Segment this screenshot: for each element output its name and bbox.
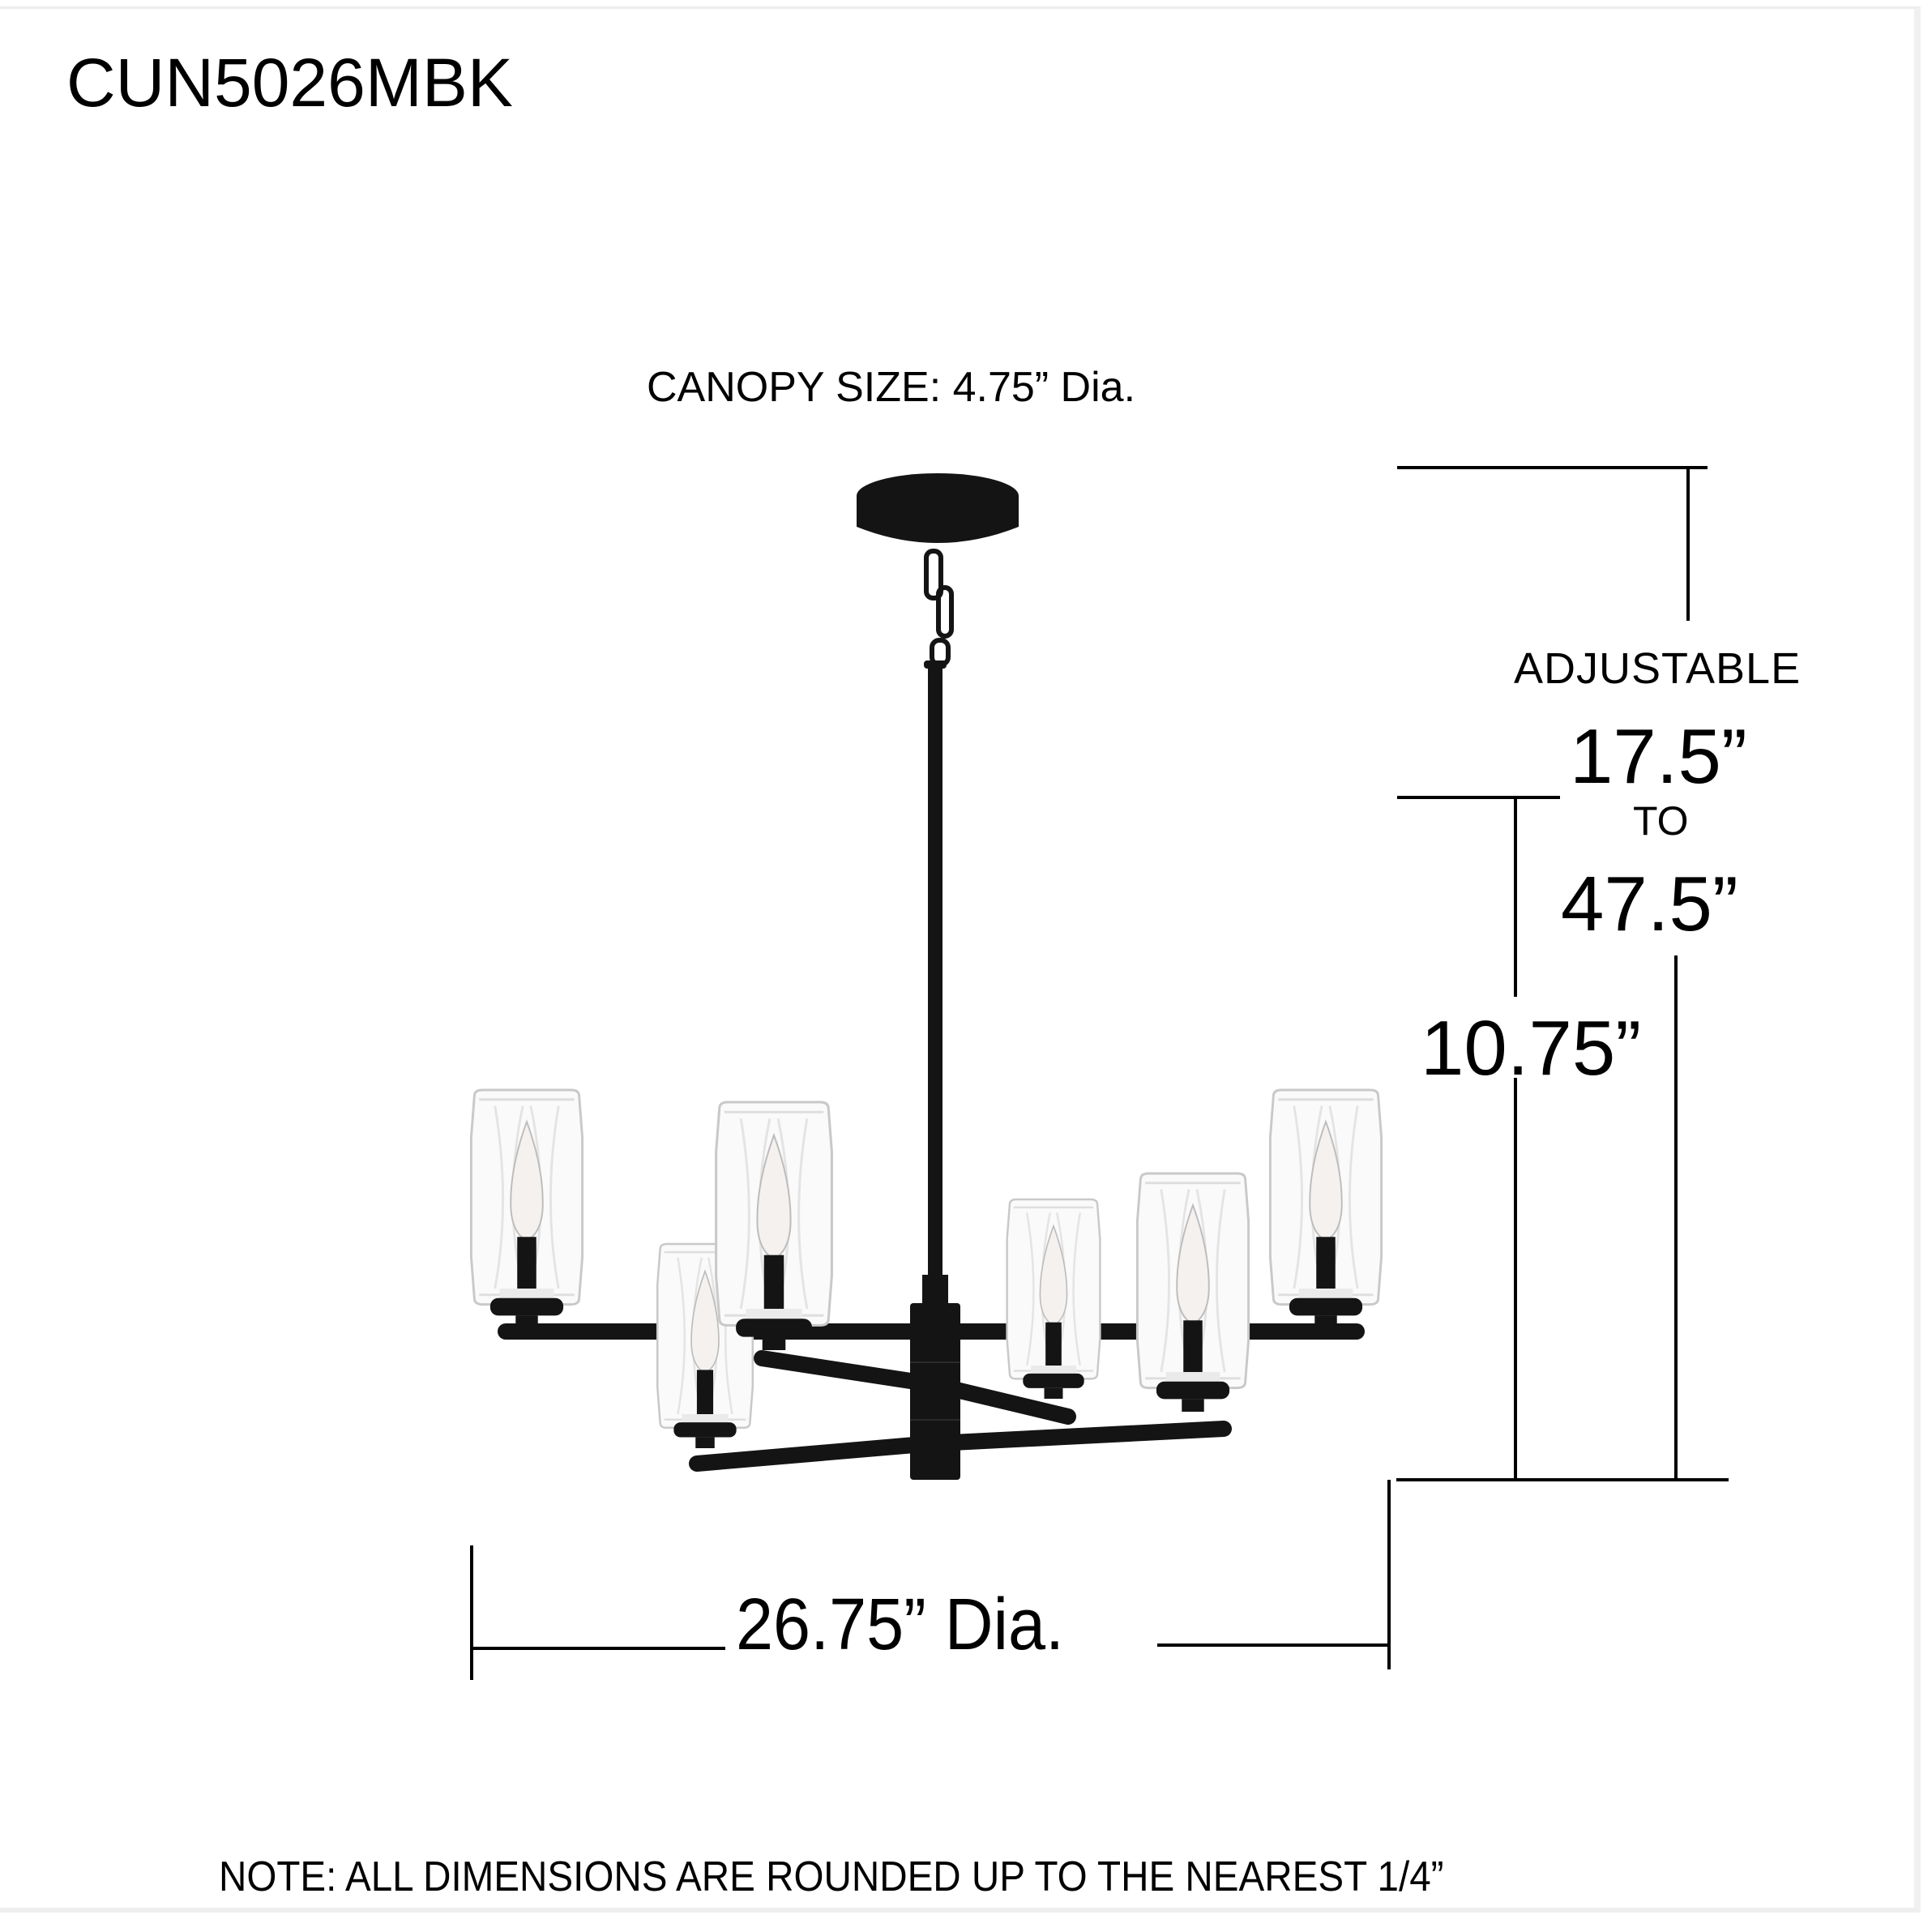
to-label: TO: [1633, 798, 1689, 844]
canopy-size-label: CANOPY SIZE: 4.75” Dia.: [647, 364, 1136, 411]
rounding-note: NOTE: ALL DIMENSIONS ARE ROUNDED UP TO T…: [219, 1853, 1444, 1900]
shade-6: [1135, 1172, 1250, 1413]
page-frame: [0, 6, 1921, 1913]
shade-2: [1268, 1088, 1383, 1330]
model-number: CUN5026MBK: [66, 45, 513, 121]
shade-5: [715, 1101, 833, 1352]
adjustable-label: ADJUSTABLE: [1514, 644, 1802, 693]
shade-3: [1006, 1198, 1101, 1400]
overall-height-min: 17.5”: [1570, 713, 1747, 800]
overall-height-max: 47.5”: [1561, 861, 1738, 947]
shade-1: [469, 1088, 584, 1330]
body-height-label: 10.75”: [1421, 1005, 1642, 1092]
diameter-label: 26.75” Dia.: [736, 1584, 1065, 1665]
dimension-lines: [470, 466, 1729, 1680]
